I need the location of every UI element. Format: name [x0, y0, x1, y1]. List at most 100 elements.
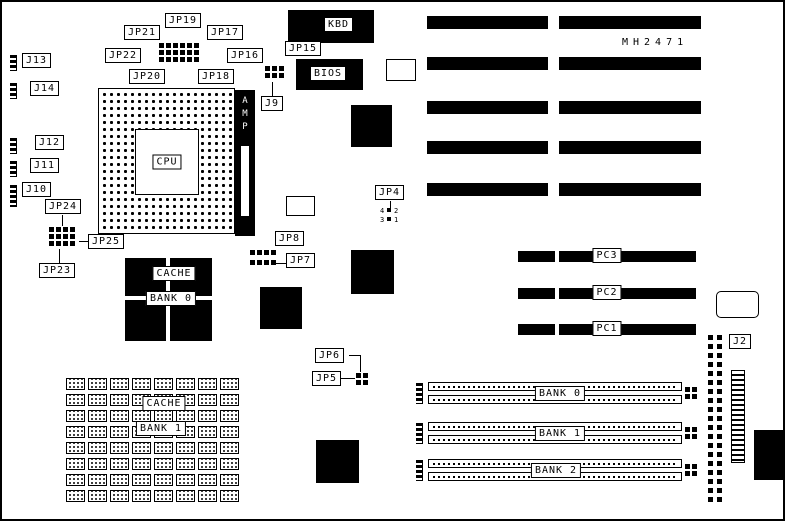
dram-socket — [154, 442, 173, 454]
pin — [49, 234, 54, 239]
jp16-label: JP16 — [227, 48, 264, 63]
pin — [265, 73, 270, 78]
pc1-slot — [518, 324, 696, 335]
dram-socket — [110, 378, 129, 390]
pin — [63, 234, 68, 239]
dram-socket — [88, 474, 107, 486]
isa-slot-3 — [427, 101, 701, 114]
dram-socket — [66, 378, 85, 390]
jp22-label: JP22 — [105, 48, 142, 63]
dram-socket — [198, 394, 217, 406]
simm-bank1-right-clip — [684, 426, 699, 440]
pin — [685, 387, 690, 392]
pin — [692, 394, 697, 399]
dram-socket — [88, 426, 107, 438]
pin — [56, 241, 61, 246]
dram-socket — [220, 442, 239, 454]
dram-socket — [110, 410, 129, 422]
pin — [717, 344, 722, 349]
pin — [708, 425, 713, 430]
pin — [708, 434, 713, 439]
dram-socket — [66, 474, 85, 486]
jp4-label: JP4 — [375, 185, 405, 200]
j9-pin-block — [264, 65, 286, 79]
pin — [70, 234, 75, 239]
dram-socket — [198, 378, 217, 390]
jp7-pin-strip — [249, 259, 278, 266]
pin — [692, 471, 697, 476]
jp4-pin-number-1: 1 — [394, 216, 399, 224]
j11-label: J11 — [30, 158, 60, 173]
dram-bank1-label: BANK 1 — [135, 421, 187, 436]
pc2-label: PC2 — [592, 285, 622, 300]
simm-bank2-left-clip — [416, 460, 423, 481]
dram-socket — [88, 394, 107, 406]
pin — [49, 241, 54, 246]
pin — [257, 250, 262, 255]
pin — [265, 66, 270, 71]
pin — [166, 57, 171, 62]
dram-socket — [198, 442, 217, 454]
pin — [187, 57, 192, 62]
isa-slot-5 — [427, 183, 701, 196]
pin — [56, 234, 61, 239]
pin — [685, 427, 690, 432]
dram-socket — [198, 474, 217, 486]
simm-bank1-left-clip — [416, 423, 423, 444]
pin — [194, 50, 199, 55]
pin — [692, 464, 697, 469]
cpu-label: CPU — [152, 154, 182, 170]
pin — [685, 471, 690, 476]
dram-socket — [176, 474, 195, 486]
edge-connector-strip — [731, 370, 745, 463]
pin — [717, 371, 722, 376]
l2-cache-chip-3 — [125, 300, 166, 341]
pin — [49, 227, 54, 232]
pin — [56, 227, 61, 232]
pin — [173, 57, 178, 62]
dram-socket — [154, 378, 173, 390]
pin — [717, 497, 722, 502]
dram-socket-grid — [66, 378, 239, 502]
pin — [70, 227, 75, 232]
pin — [63, 227, 68, 232]
dram-socket — [66, 410, 85, 422]
jp4-pin-number-3: 3 — [380, 216, 385, 224]
dram-socket — [66, 394, 85, 406]
pin — [173, 43, 178, 48]
jp24-leader-line — [62, 215, 63, 226]
pc3-slot — [518, 251, 696, 262]
j11-connector — [10, 161, 17, 177]
bios-label: BIOS — [310, 66, 347, 81]
jp4-pin-number-4: 4 — [380, 207, 385, 215]
simm-bank0-label: BANK 0 — [534, 386, 586, 401]
pin — [717, 389, 722, 394]
dram-socket — [132, 474, 151, 486]
pin — [356, 373, 361, 378]
simm-bank2: BANK 2 — [416, 459, 697, 483]
dram-socket — [88, 490, 107, 502]
dram-socket — [66, 458, 85, 470]
pin — [271, 250, 276, 255]
dram-socket — [176, 378, 195, 390]
jp23-label: JP23 — [39, 263, 76, 278]
dram-socket — [154, 490, 173, 502]
simm-bank0-left-clip — [416, 383, 423, 404]
pin — [363, 373, 368, 378]
pin — [63, 241, 68, 246]
pc2-slot — [518, 288, 696, 299]
pin — [708, 497, 713, 502]
cpu-socket: CPU — [98, 88, 235, 234]
pin — [180, 50, 185, 55]
pin — [363, 380, 368, 385]
jp17-label: JP17 — [207, 25, 244, 40]
chipset-ic-4 — [316, 440, 359, 483]
pin — [187, 50, 192, 55]
pin — [717, 353, 722, 358]
simm-bank1: BANK 1 — [416, 422, 697, 446]
pin — [166, 43, 171, 48]
jp4-pin — [387, 217, 391, 221]
pin — [356, 380, 361, 385]
pin — [279, 73, 284, 78]
